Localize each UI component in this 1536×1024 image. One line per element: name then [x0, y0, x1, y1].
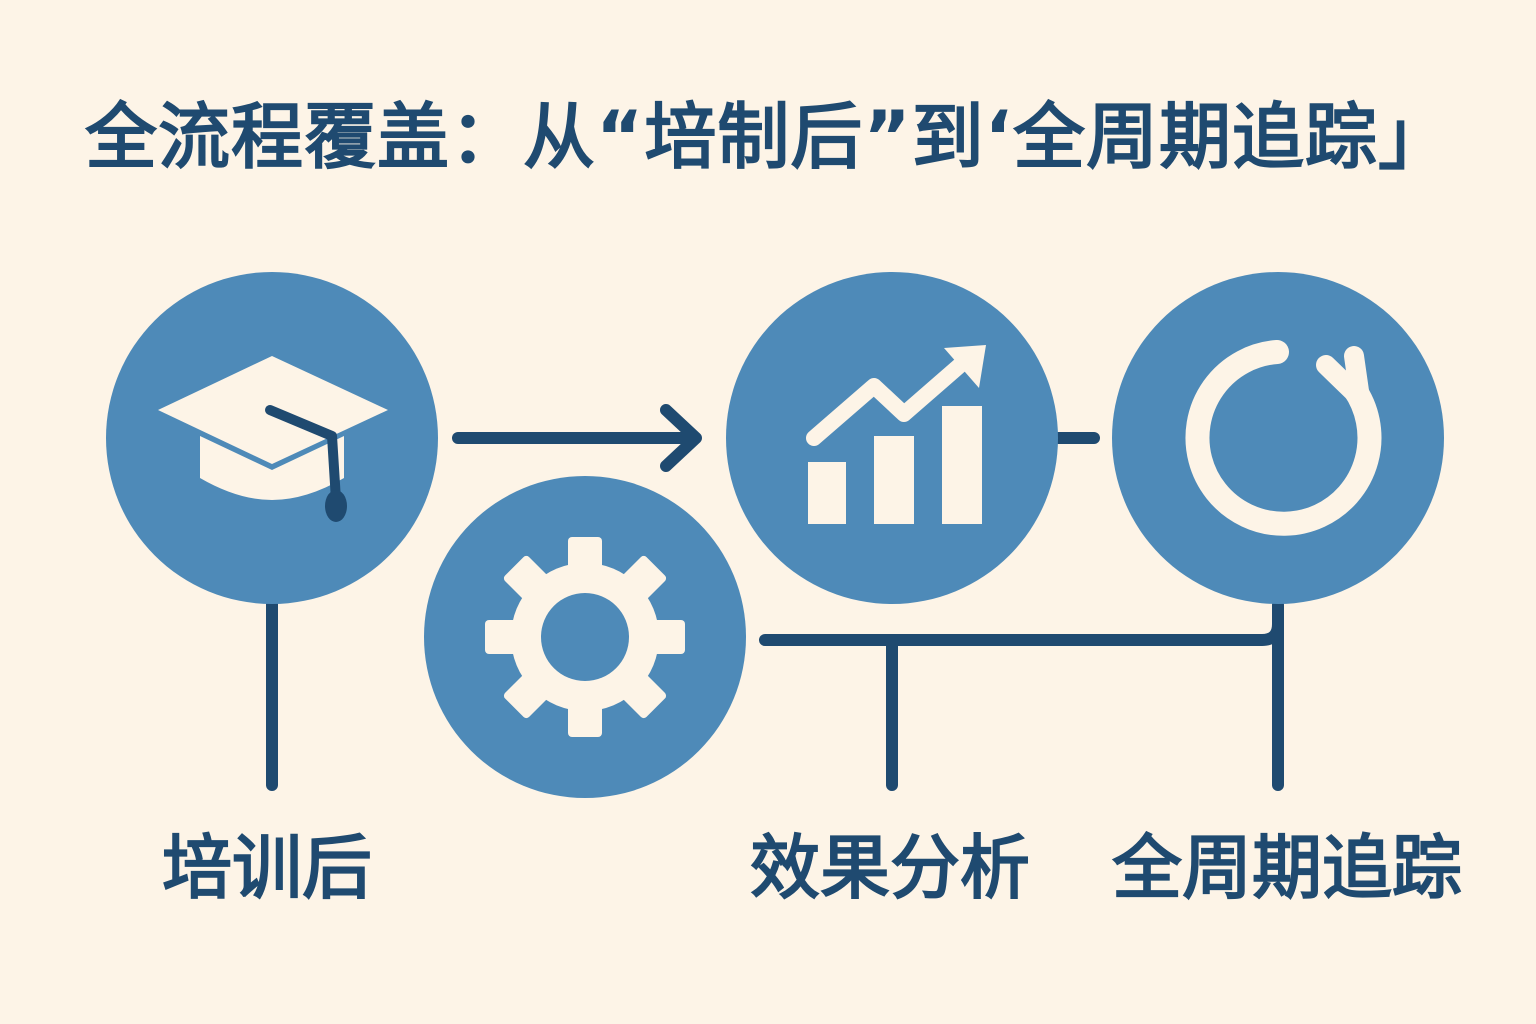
page-title: 全流程覆盖：从“培制后”到‘全周期追踪」 [85, 95, 1451, 179]
node-label-training: 培训后 [162, 827, 372, 909]
refresh-cycle-icon [1185, 340, 1382, 536]
connector-bottom-bus [759, 618, 1284, 646]
node-label-tracking: 全周期追踪 [1112, 827, 1462, 909]
gear-icon [485, 537, 685, 737]
bar-chart-trend-icon [806, 345, 986, 524]
graduation-cap-icon [158, 356, 388, 522]
connector-arrowhead [660, 404, 702, 472]
connectors [266, 404, 1284, 791]
node-tracking-circle [1112, 272, 1444, 604]
node-label-analysis: 效果分析 [750, 827, 1030, 909]
